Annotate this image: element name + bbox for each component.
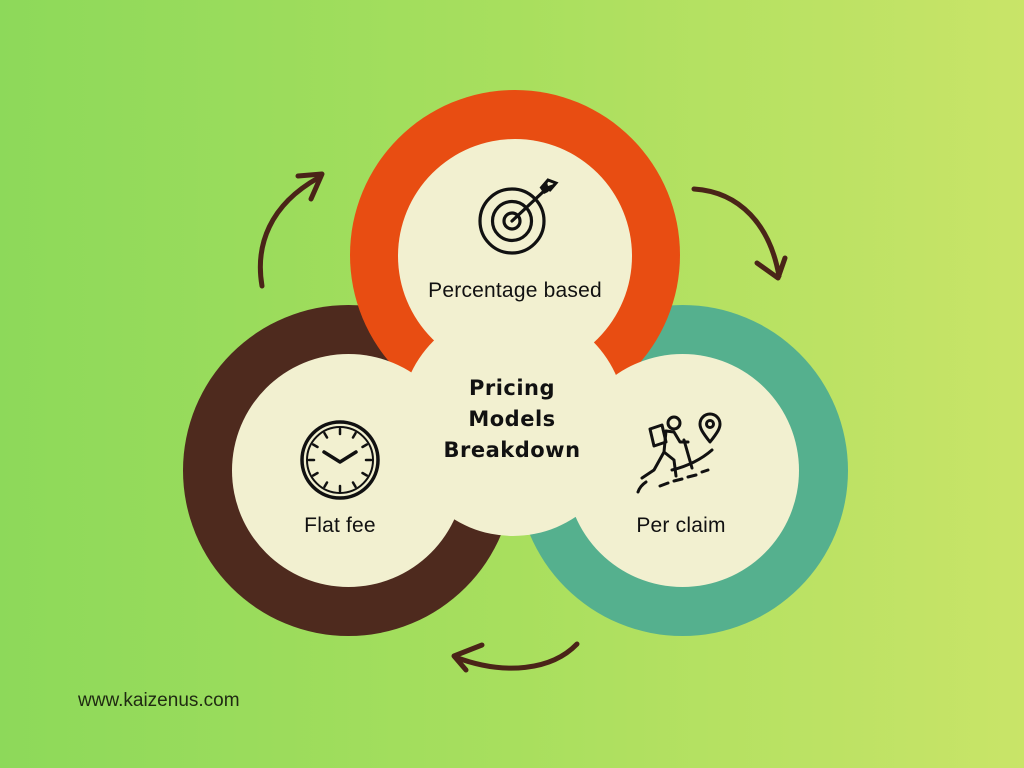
target-icon bbox=[478, 178, 559, 255]
hiker-icon bbox=[636, 412, 722, 494]
center-circle bbox=[400, 308, 626, 536]
model-label-percentage-based: Percentage based bbox=[428, 279, 602, 302]
website-link[interactable]: www.kaizenus.com bbox=[78, 690, 240, 711]
title-line-1: Pricing bbox=[468, 376, 556, 400]
title-line-3: Breakdown bbox=[443, 438, 581, 462]
clock-icon bbox=[300, 420, 380, 500]
model-label-flat-fee: Flat fee bbox=[304, 514, 376, 537]
model-label-per-claim: Per claim bbox=[636, 514, 726, 537]
diagram-title: Pricing Models Breakdown bbox=[443, 373, 580, 466]
title-line-2: Models bbox=[468, 407, 556, 431]
